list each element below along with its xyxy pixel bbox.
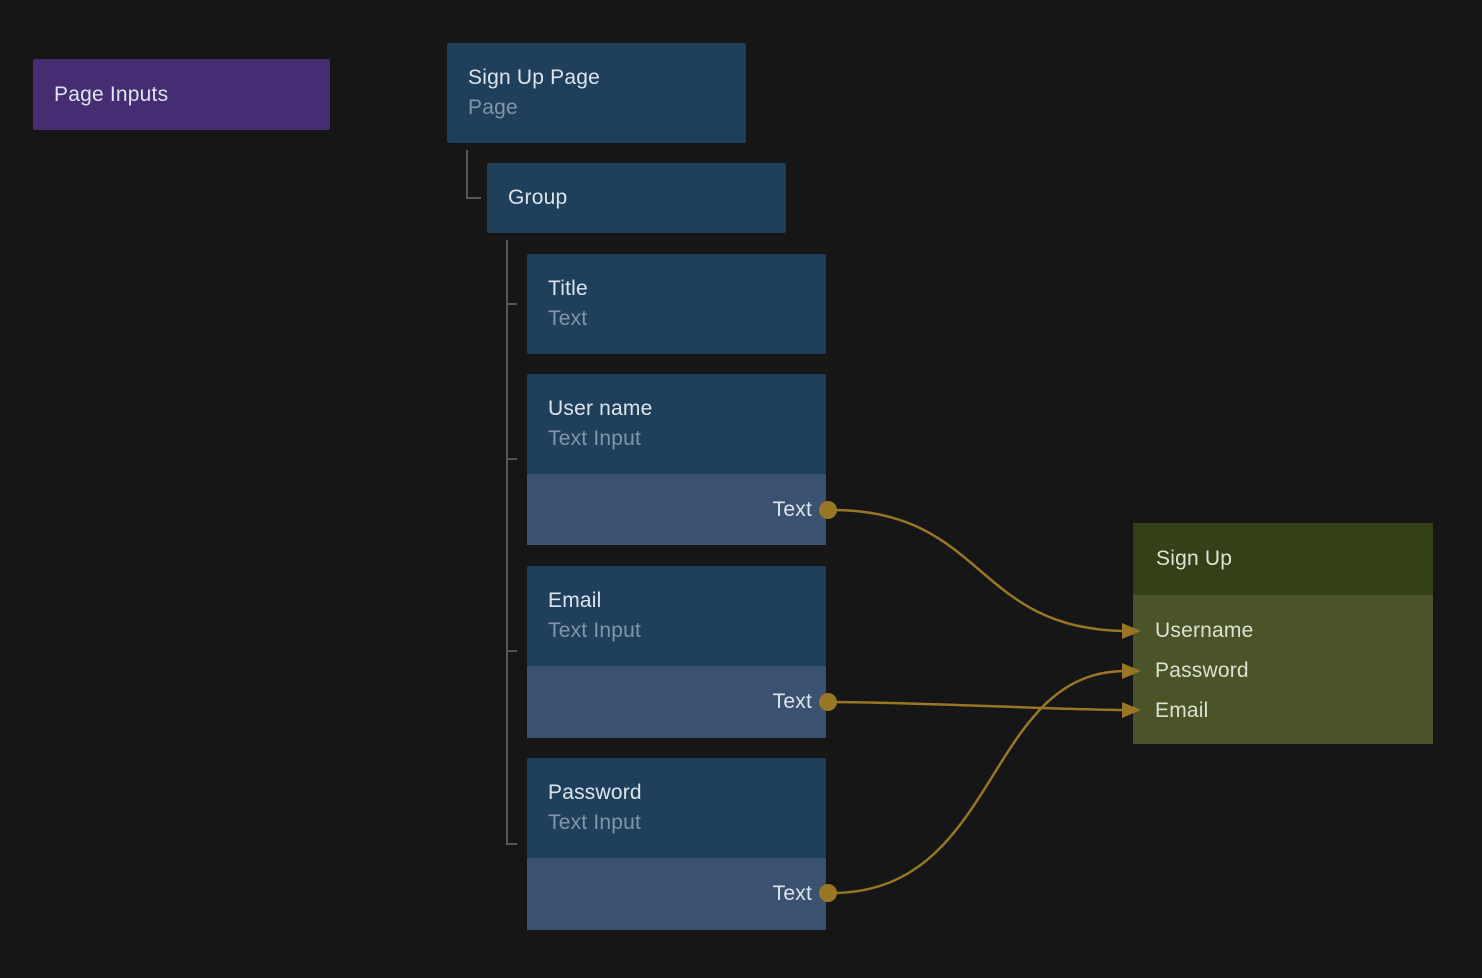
signup-node-body: Username Password Email (1133, 595, 1433, 744)
signup-node-title: Sign Up (1156, 547, 1233, 570)
node-title: Title (548, 277, 588, 300)
edge-password-text-to-signup-password[interactable] (835, 669, 1125, 895)
tree-connector-root-group (466, 150, 481, 199)
signup-node-header: Sign Up (1133, 523, 1433, 595)
node-type-label: Text Input (548, 811, 642, 834)
node-group[interactable]: Group (487, 163, 786, 233)
port-row-user-name-text[interactable]: Text (527, 474, 826, 545)
page-inputs-node[interactable]: Page Inputs (33, 59, 330, 130)
signup-input-password[interactable]: Password (1133, 651, 1433, 691)
port-row-email-text[interactable]: Text (527, 666, 826, 738)
edge-username-text-to-signup-username[interactable] (835, 508, 1125, 633)
node-title: Email (548, 589, 602, 612)
node-title-text[interactable]: Title Text (527, 254, 826, 354)
node-title: Password (548, 781, 642, 804)
node-email-input[interactable]: Email Text Input (527, 566, 826, 666)
node-user-name-input[interactable]: User name Text Input (527, 374, 826, 474)
node-type-label: Text Input (548, 427, 642, 450)
signup-input-label: Email (1155, 699, 1209, 722)
signup-input-email[interactable]: Email (1133, 691, 1433, 731)
node-title: User name (548, 397, 653, 420)
node-type-label: Page (468, 96, 518, 119)
page-inputs-label: Page Inputs (54, 82, 169, 106)
node-sign-up-action[interactable]: Sign Up Username Password Email (1133, 523, 1433, 744)
node-type-label: Text Input (548, 619, 642, 642)
port-label: Text (772, 690, 812, 713)
port-label: Text (772, 497, 812, 521)
signup-input-label: Password (1155, 659, 1249, 682)
node-title: Group (508, 186, 568, 209)
node-type-label: Text (548, 307, 588, 330)
port-label: Text (772, 882, 812, 905)
port-row-password-text[interactable]: Text (527, 858, 826, 930)
node-sign-up-page[interactable]: Sign Up Page Page (447, 43, 746, 143)
edge-email-text-to-signup-email[interactable] (835, 700, 1125, 712)
signup-input-label: Username (1155, 619, 1254, 642)
signup-input-username[interactable]: Username (1133, 611, 1433, 651)
node-password-input[interactable]: Password Text Input (527, 758, 826, 858)
node-title: Sign Up Page (468, 66, 600, 89)
